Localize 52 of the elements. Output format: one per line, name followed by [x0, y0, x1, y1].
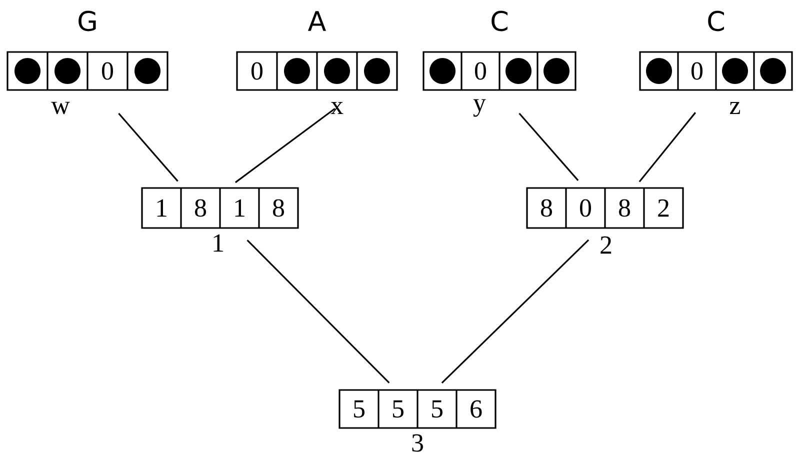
cell-array [422, 51, 576, 91]
index-label: w [51, 102, 70, 114]
digit: 8 [619, 199, 630, 217]
letter-label: G [78, 10, 96, 32]
index-label: 2 [600, 236, 612, 254]
digit: 8 [195, 199, 206, 217]
connector-line [118, 112, 178, 182]
cell-array [236, 51, 398, 91]
digit: 8 [541, 199, 552, 217]
digit: 1 [157, 199, 166, 217]
digit: 0 [580, 199, 592, 217]
letter-label: C [708, 10, 724, 32]
dot [324, 58, 350, 84]
dot [430, 58, 456, 84]
dot [284, 58, 310, 84]
cell-array [141, 187, 299, 229]
connector-line [234, 108, 336, 184]
cell-array [526, 187, 684, 229]
digit: 5 [354, 400, 364, 418]
digit: 0 [252, 62, 263, 80]
index-label: 3 [412, 434, 423, 452]
dot [54, 58, 80, 84]
dot [646, 58, 672, 84]
letter-label: C [492, 10, 508, 32]
dot [544, 58, 570, 84]
connector-line [441, 239, 590, 384]
index-label: x [330, 102, 344, 114]
connector-line [246, 240, 390, 384]
dot [134, 58, 160, 84]
digit: 0 [102, 62, 114, 80]
index-label: y [473, 99, 486, 117]
index-label: z [730, 102, 740, 114]
digit: 8 [273, 199, 284, 217]
digit: 5 [432, 400, 442, 418]
dot [722, 58, 748, 84]
dot [14, 58, 40, 84]
cell-array [338, 389, 496, 429]
digit: 1 [235, 199, 244, 217]
connector-line [518, 112, 579, 181]
digit: 0 [475, 62, 486, 80]
letter-label: A [308, 11, 326, 31]
cell-array [6, 51, 168, 91]
dot [506, 58, 532, 84]
digit: 5 [393, 400, 404, 418]
digit: 2 [658, 199, 669, 217]
index-label: 1 [214, 234, 223, 252]
digit: 6 [470, 400, 482, 418]
dot [760, 58, 786, 84]
connector-line [638, 112, 696, 182]
cell-array [639, 51, 793, 91]
dot [364, 58, 390, 84]
digit: 0 [692, 62, 703, 80]
